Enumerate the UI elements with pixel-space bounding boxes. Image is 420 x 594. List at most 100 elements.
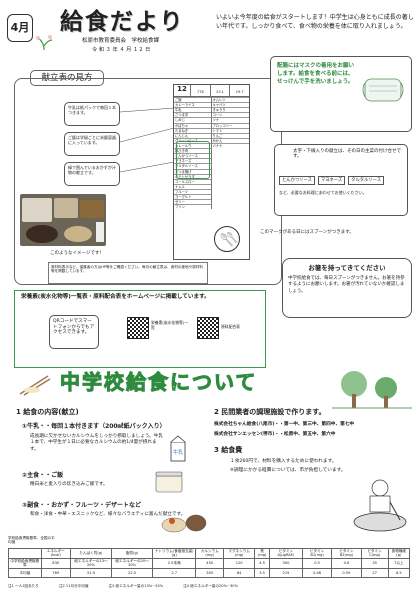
- org-name: 松原市教育委員会 学校給食課: [82, 38, 160, 44]
- left-item: ゼリー: [174, 199, 211, 205]
- nutrition-header-cell: [8, 548, 42, 559]
- staple-title: ②主食・・ご飯: [22, 472, 64, 479]
- meal-photo: [20, 194, 106, 246]
- left-item: マヨネーズ: [174, 158, 211, 164]
- nutrition-table-wrap: エネルギー(kcal)たんぱく質(g)脂質(g)ナトリウム(食塩相当量)(g)カ…: [8, 548, 411, 578]
- calendar-right-list: オムレツキャベツきゅうりコーンツナブロッコリートマトりんごみかんバナナ: [211, 96, 249, 149]
- nutrition-cell: 450: [195, 557, 225, 569]
- footnote-2: 注2 11月分平均値: [58, 584, 89, 588]
- right-item: ツナ: [211, 117, 249, 124]
- nutrition-header-cell: ビタミンA(μgRAE): [269, 548, 303, 559]
- nutrition-cell: 27: [360, 567, 389, 578]
- left-item: カレールウ: [174, 142, 211, 149]
- calendar-kcal: 778: [190, 85, 210, 96]
- menu-calendar-cell: 12 778 23.1 19.7 ご飯カレーライス牛乳さつま芋しめじかぼちゃたま…: [173, 84, 250, 260]
- nutrition-cell: 総エネルギーの13〜20%: [69, 557, 113, 569]
- nutrition-cell: 2.5未満: [152, 557, 197, 569]
- nutrition-cell: 6.5: [387, 567, 411, 578]
- section1-title: 1 給食の内容(献立): [16, 408, 79, 416]
- section2-line1: 株式会社ちゃん給食(八尾市)・・第一中、第三中、第四中、第七中: [214, 422, 355, 427]
- sauce-tag-mayonnaise: マヨネーズ: [317, 175, 346, 186]
- nutrition-cell: 35: [360, 557, 389, 569]
- nutrition-header-cell: 食物繊維(g): [387, 548, 411, 559]
- nutrition-cell: 4.5: [254, 557, 271, 569]
- side-text: 和食・洋食・中華・エスニックなど、様々なバラエティに富んだ献立です。: [30, 512, 186, 517]
- right-item: きゅうり: [211, 107, 249, 113]
- spoon-note-text: このマークがある日にはスプーンがつきます。: [260, 230, 354, 235]
- left-item: ご飯: [174, 96, 211, 103]
- qr-code-1-label: 栄養素(炭水化物等)一覧: [151, 320, 189, 330]
- nutrition-cell: 中学校給食摂取基準: [8, 557, 42, 569]
- milk-text: 成長期に欠かせないカルシウムをしっかり摂取しましょう。牛乳１本で、中学生が１日に…: [30, 434, 163, 452]
- section2-line2: 株式会社サンエッセン(堺市)・・松原中、第五中、第六中: [214, 432, 336, 437]
- footnote-3: 注3 総エネルギー量の13%~20%: [108, 584, 164, 588]
- qr-code-2-label: 原料配合表: [221, 324, 240, 329]
- footnote-4: 注4 総エネルギー量の20%~30%: [183, 584, 238, 588]
- nutrition-cell: 120: [223, 557, 256, 569]
- nutrition-header-cell: ナトリウム(食塩相当量)(g): [152, 548, 197, 559]
- nutrition-cell: 830: [40, 557, 71, 569]
- callout-rice: ご飯は学級ごとに米飯容器に入っています。: [64, 132, 120, 156]
- left-item: ポテトサラダ: [174, 173, 211, 180]
- callout-soup-text: 緑で囲んでいるおかずが汁物の献立です。: [68, 165, 116, 175]
- left-item: 豚ひき肉: [174, 148, 211, 154]
- staple-text: 精白米と麦入りの炊き込みご飯です。: [30, 482, 108, 487]
- nutrition-cell: 22.5: [110, 567, 154, 578]
- section3-line2: ※調理にかかる経費については、市が負担しています。: [230, 468, 346, 473]
- left-item: さつま揚げ: [174, 168, 211, 175]
- nutrition-cell: 総エネルギーの20〜30%: [110, 557, 154, 569]
- nutrition-header-cell: ビタミンC(mg): [360, 548, 389, 559]
- soup-highlight: [176, 141, 210, 179]
- mask-illustration: [361, 69, 405, 109]
- nutrition-cell: 0.6: [331, 557, 362, 569]
- left-item: しめじ: [174, 117, 211, 124]
- right-item: みかん: [211, 137, 249, 144]
- nutrition-cell: 0.59: [331, 567, 362, 578]
- nutrition-header-cell: ビタミンB1(mg): [301, 548, 333, 559]
- left-item: とんかつソース: [174, 153, 211, 159]
- nutrition-cell: 769: [40, 567, 71, 578]
- section3-line1: １食260円で、材料を購入するために使われます。: [230, 459, 337, 464]
- milk-illustration: 牛乳: [168, 434, 188, 462]
- sauce-tag-tartar: タルタルソース: [348, 175, 385, 186]
- sauce-tag-tonkatsu: とんかつソース: [279, 175, 315, 186]
- sprout-decoration: [34, 32, 54, 52]
- mask-note: 配膳にはマスクの着用をお願いします。給食を食べる前には、せっけんで手を洗いましょ…: [270, 56, 412, 132]
- callout-milk: 牛乳は紙パックで毎回１本つきます。: [64, 102, 120, 126]
- photo-caption: このようなイメージです！: [50, 251, 104, 256]
- nutrition-cell: 平均値: [8, 567, 42, 578]
- callout-rice-text: ご飯は学級ごとに米飯容器に入っています。: [68, 135, 116, 145]
- right-item: トマト: [211, 127, 249, 134]
- left-item: コールスロー: [174, 178, 211, 185]
- nutrition-header-cell: カルシウム(mg): [195, 548, 225, 559]
- footnote-1: 注1 一人1回あたり: [8, 584, 39, 588]
- left-item: かぼちゃ: [174, 122, 211, 129]
- svg-text:牛乳: 牛乳: [173, 449, 183, 456]
- left-item: さつま芋: [174, 112, 211, 118]
- qr-note: QRコードでスマートフォンからでもアクセスできます。: [49, 315, 99, 349]
- nutrition-left-note: 学校給食摂取基準、全国の平均値: [8, 536, 55, 545]
- left-item: カレーライス: [174, 102, 211, 108]
- right-item: キャベツ: [211, 102, 249, 108]
- milk-title: ①牛乳・・毎回１本付きます（200㎖紙パック入り）: [22, 423, 166, 430]
- left-item: タルタルソース: [174, 163, 211, 170]
- banner-title: 中学校給食について: [59, 370, 258, 395]
- nutrition-cell: 305: [195, 567, 225, 578]
- left-item: にんじん: [174, 132, 211, 139]
- nutrition-cell: 0.5: [301, 557, 333, 569]
- allergy-note-text: 原材料表示など、保護者の方はHP等をご確認ください。毎月の献立表は、食材の産地や…: [51, 265, 204, 274]
- qr-code-1[interactable]: [127, 317, 149, 339]
- sauce-note-bottom: など、必要なお料理にあわせてお使いください。: [279, 190, 367, 196]
- web-info-title: 栄養素(炭水化物等)一覧表・原料配合表をホームページに掲載しています。: [21, 294, 210, 300]
- right-item: オムレツ: [211, 96, 249, 103]
- callout-arrows: [119, 107, 175, 173]
- nutrition-header-cell: エネルギー(kcal): [40, 548, 71, 559]
- qr-code-2[interactable]: [197, 317, 219, 339]
- left-item: たまねぎ: [174, 127, 211, 134]
- section3-title: 3 給食費: [214, 446, 243, 454]
- calendar-salt: 19.7: [229, 85, 249, 96]
- section2-title: 2 民間業者の調理施設で作ります。: [214, 408, 326, 416]
- nutrition-footnotes: 注1 一人1回あたり 注2 11月分平均値 注3 総エネルギー量の13%~20%…: [8, 584, 410, 588]
- rice-illustration: [154, 470, 184, 494]
- sauce-note-text: 太字・下線入りの献立は、その日の主菜の付け合せです。: [293, 149, 401, 160]
